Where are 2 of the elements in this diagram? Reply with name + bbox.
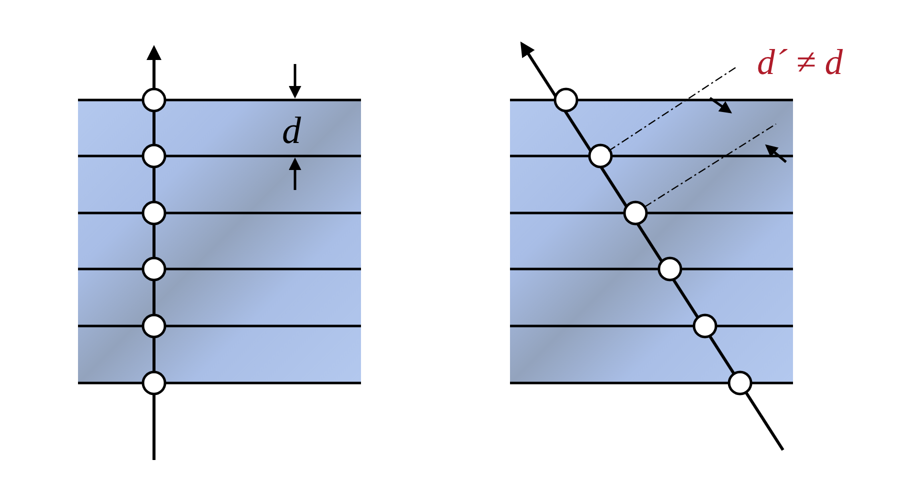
dimension-label: d <box>282 112 301 150</box>
inequality-label: d´ ≠ d <box>757 44 843 80</box>
